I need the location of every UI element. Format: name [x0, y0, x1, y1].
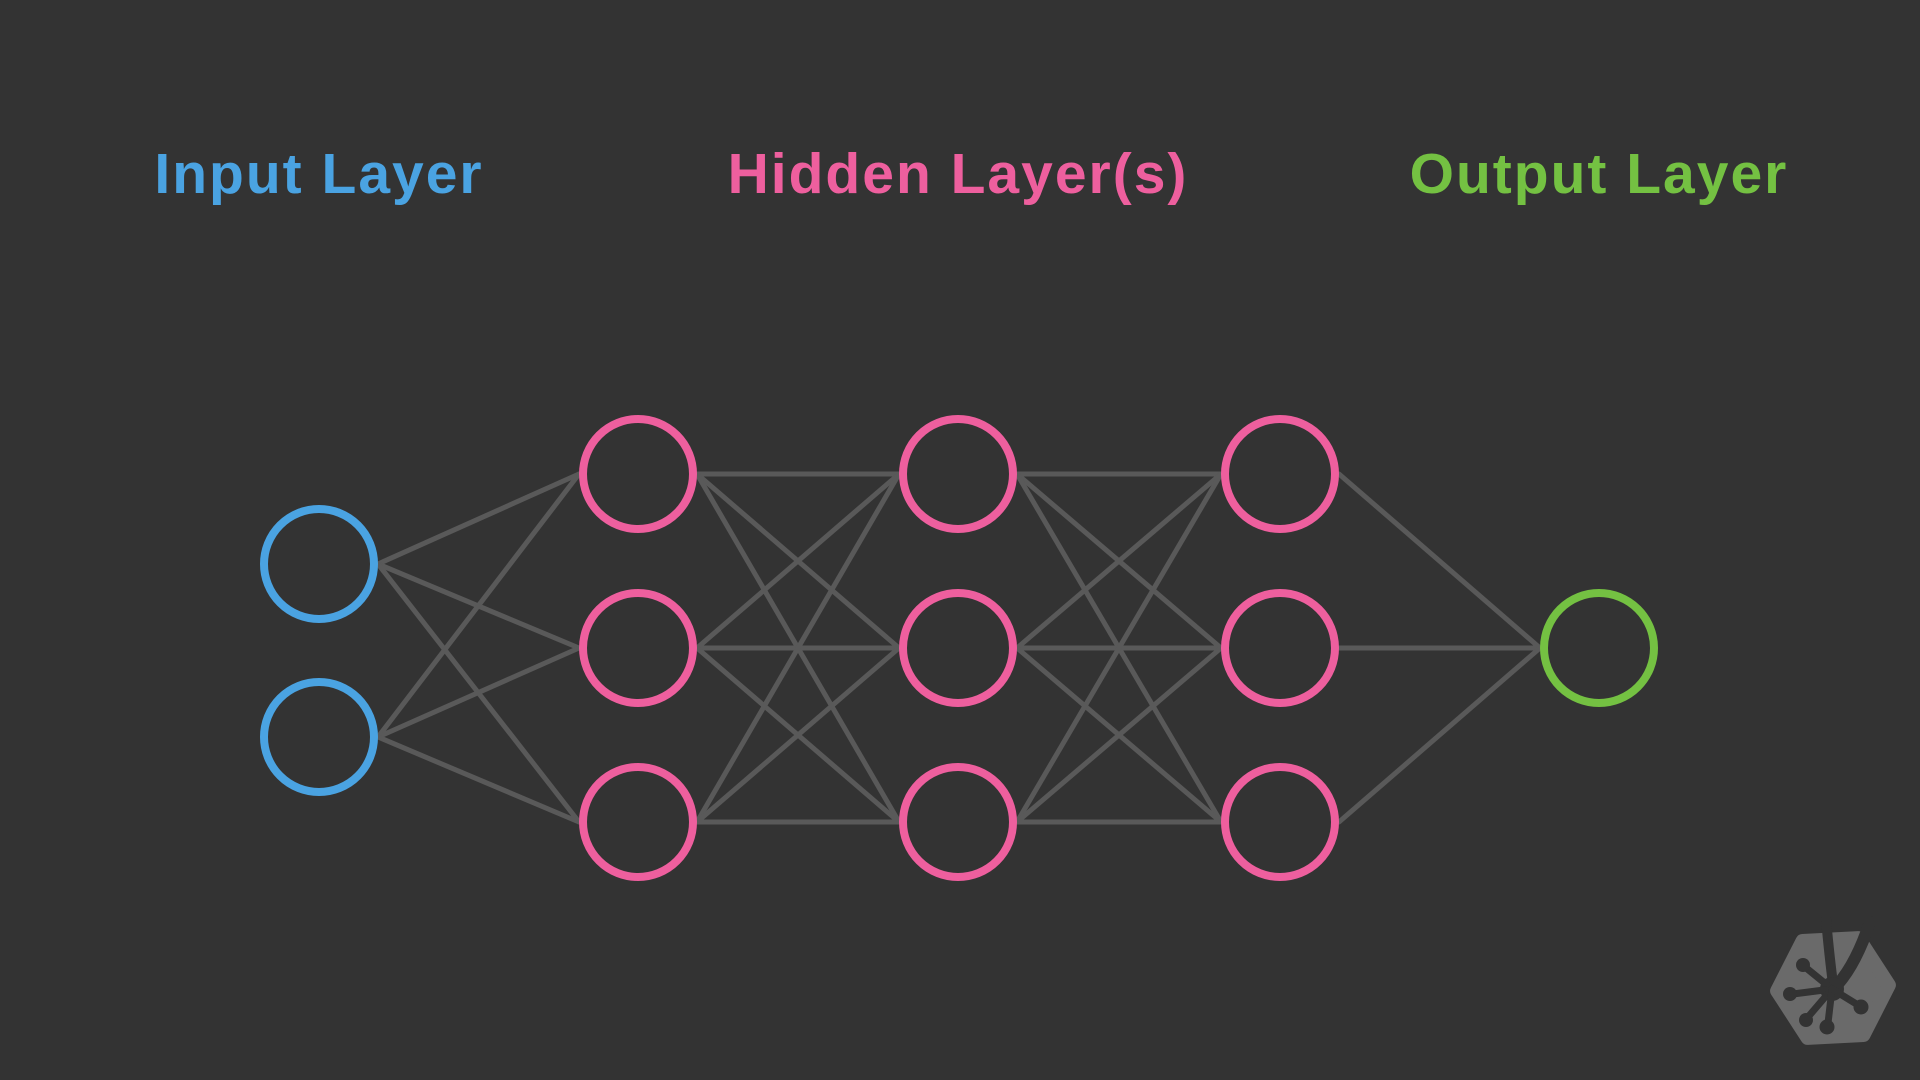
hidden-3-node-1: [1221, 415, 1339, 533]
output-node-1: [1540, 589, 1658, 707]
input-node-1: [260, 505, 378, 623]
hidden-2-node-1: [899, 415, 1017, 533]
input-node-2: [260, 678, 378, 796]
hidden-layer-label: Hidden Layer(s): [727, 142, 1189, 206]
logo-frog-foot-cutout: [1783, 916, 1876, 1035]
edge-hidden-1-to-hidden-2: [694, 471, 902, 651]
output-layer-label: Output Layer: [1409, 142, 1789, 206]
edge-hidden-3-to-output: [1336, 645, 1543, 825]
hidden-1-node-1: [579, 415, 697, 533]
hexagon-frog-foot-logo-icon: [1770, 916, 1896, 1045]
hidden-2-node-3: [899, 763, 1017, 881]
edge-input-to-hidden-1: [375, 471, 582, 740]
edge-input-to-hidden-1: [375, 471, 582, 567]
edge-hidden-2-to-hidden-3: [1014, 645, 1224, 825]
hidden-1-node-2: [579, 589, 697, 707]
hidden-2-node-2: [899, 589, 1017, 707]
edge-hidden-3-to-output: [1336, 471, 1543, 651]
hidden-3-node-2: [1221, 589, 1339, 707]
edge-input-to-hidden-1: [375, 734, 582, 825]
edge-hidden-2-to-hidden-3: [1014, 471, 1224, 651]
edge-hidden-1-to-hidden-2: [694, 645, 902, 825]
edge-input-to-hidden-1: [375, 645, 582, 740]
hidden-1-node-3: [579, 763, 697, 881]
input-layer-label: Input Layer: [154, 142, 484, 206]
edge-hidden-1-to-hidden-2: [694, 471, 902, 825]
edge-hidden-2-to-hidden-3: [1014, 471, 1224, 825]
hidden-3-node-3: [1221, 763, 1339, 881]
